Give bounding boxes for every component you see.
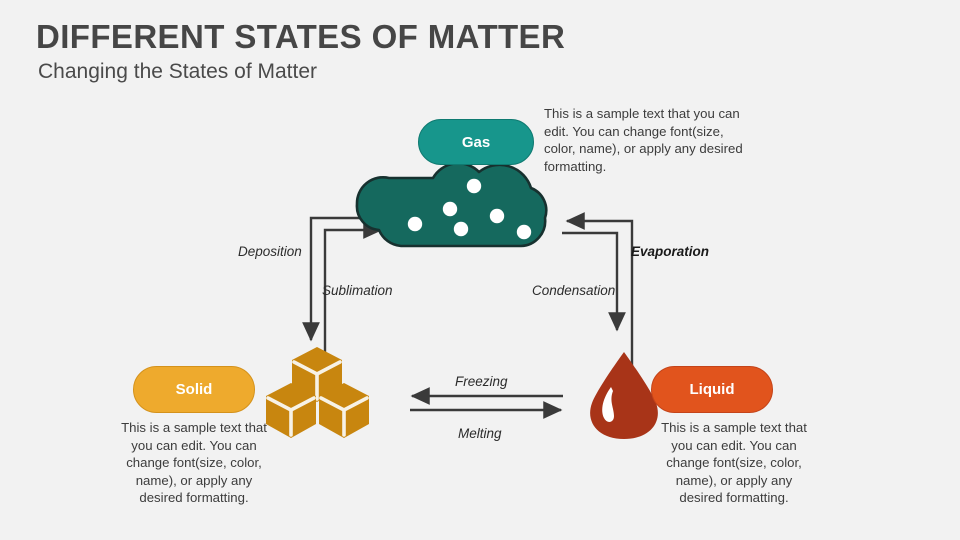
state-pill-solid[interactable]: Solid <box>133 366 255 413</box>
arrow-deposition <box>302 216 385 342</box>
state-pill-liquid-label: Liquid <box>689 381 735 398</box>
page-subtitle: Changing the States of Matter <box>38 60 317 83</box>
state-pill-liquid[interactable]: Liquid <box>651 366 773 413</box>
arrow-sublimation <box>323 221 383 416</box>
gas-description: This is a sample text that you can edit.… <box>544 106 743 174</box>
liquid-description: This is a sample text that you can edit.… <box>661 420 807 505</box>
transition-label-deposition: Deposition <box>238 244 302 259</box>
transition-label-evaporation: Evaporation <box>631 244 710 259</box>
state-pill-gas-label: Gas <box>461 133 491 151</box>
transition-label-melting: Melting <box>458 426 502 441</box>
arrow-condensation <box>562 231 626 332</box>
transition-label-condensation: Condensation <box>532 283 616 298</box>
transition-label-sublimation: Sublimation <box>322 283 393 298</box>
page-title: DIFFERENT STATES OF MATTER <box>36 18 566 55</box>
state-pill-gas[interactable]: Gas <box>418 119 534 165</box>
solid-description: This is a sample text that you can edit.… <box>121 420 267 505</box>
arrow-evaporation <box>565 212 634 420</box>
state-pill-solid-label: Solid <box>175 381 213 398</box>
transition-label-freezing: Freezing <box>455 374 508 389</box>
